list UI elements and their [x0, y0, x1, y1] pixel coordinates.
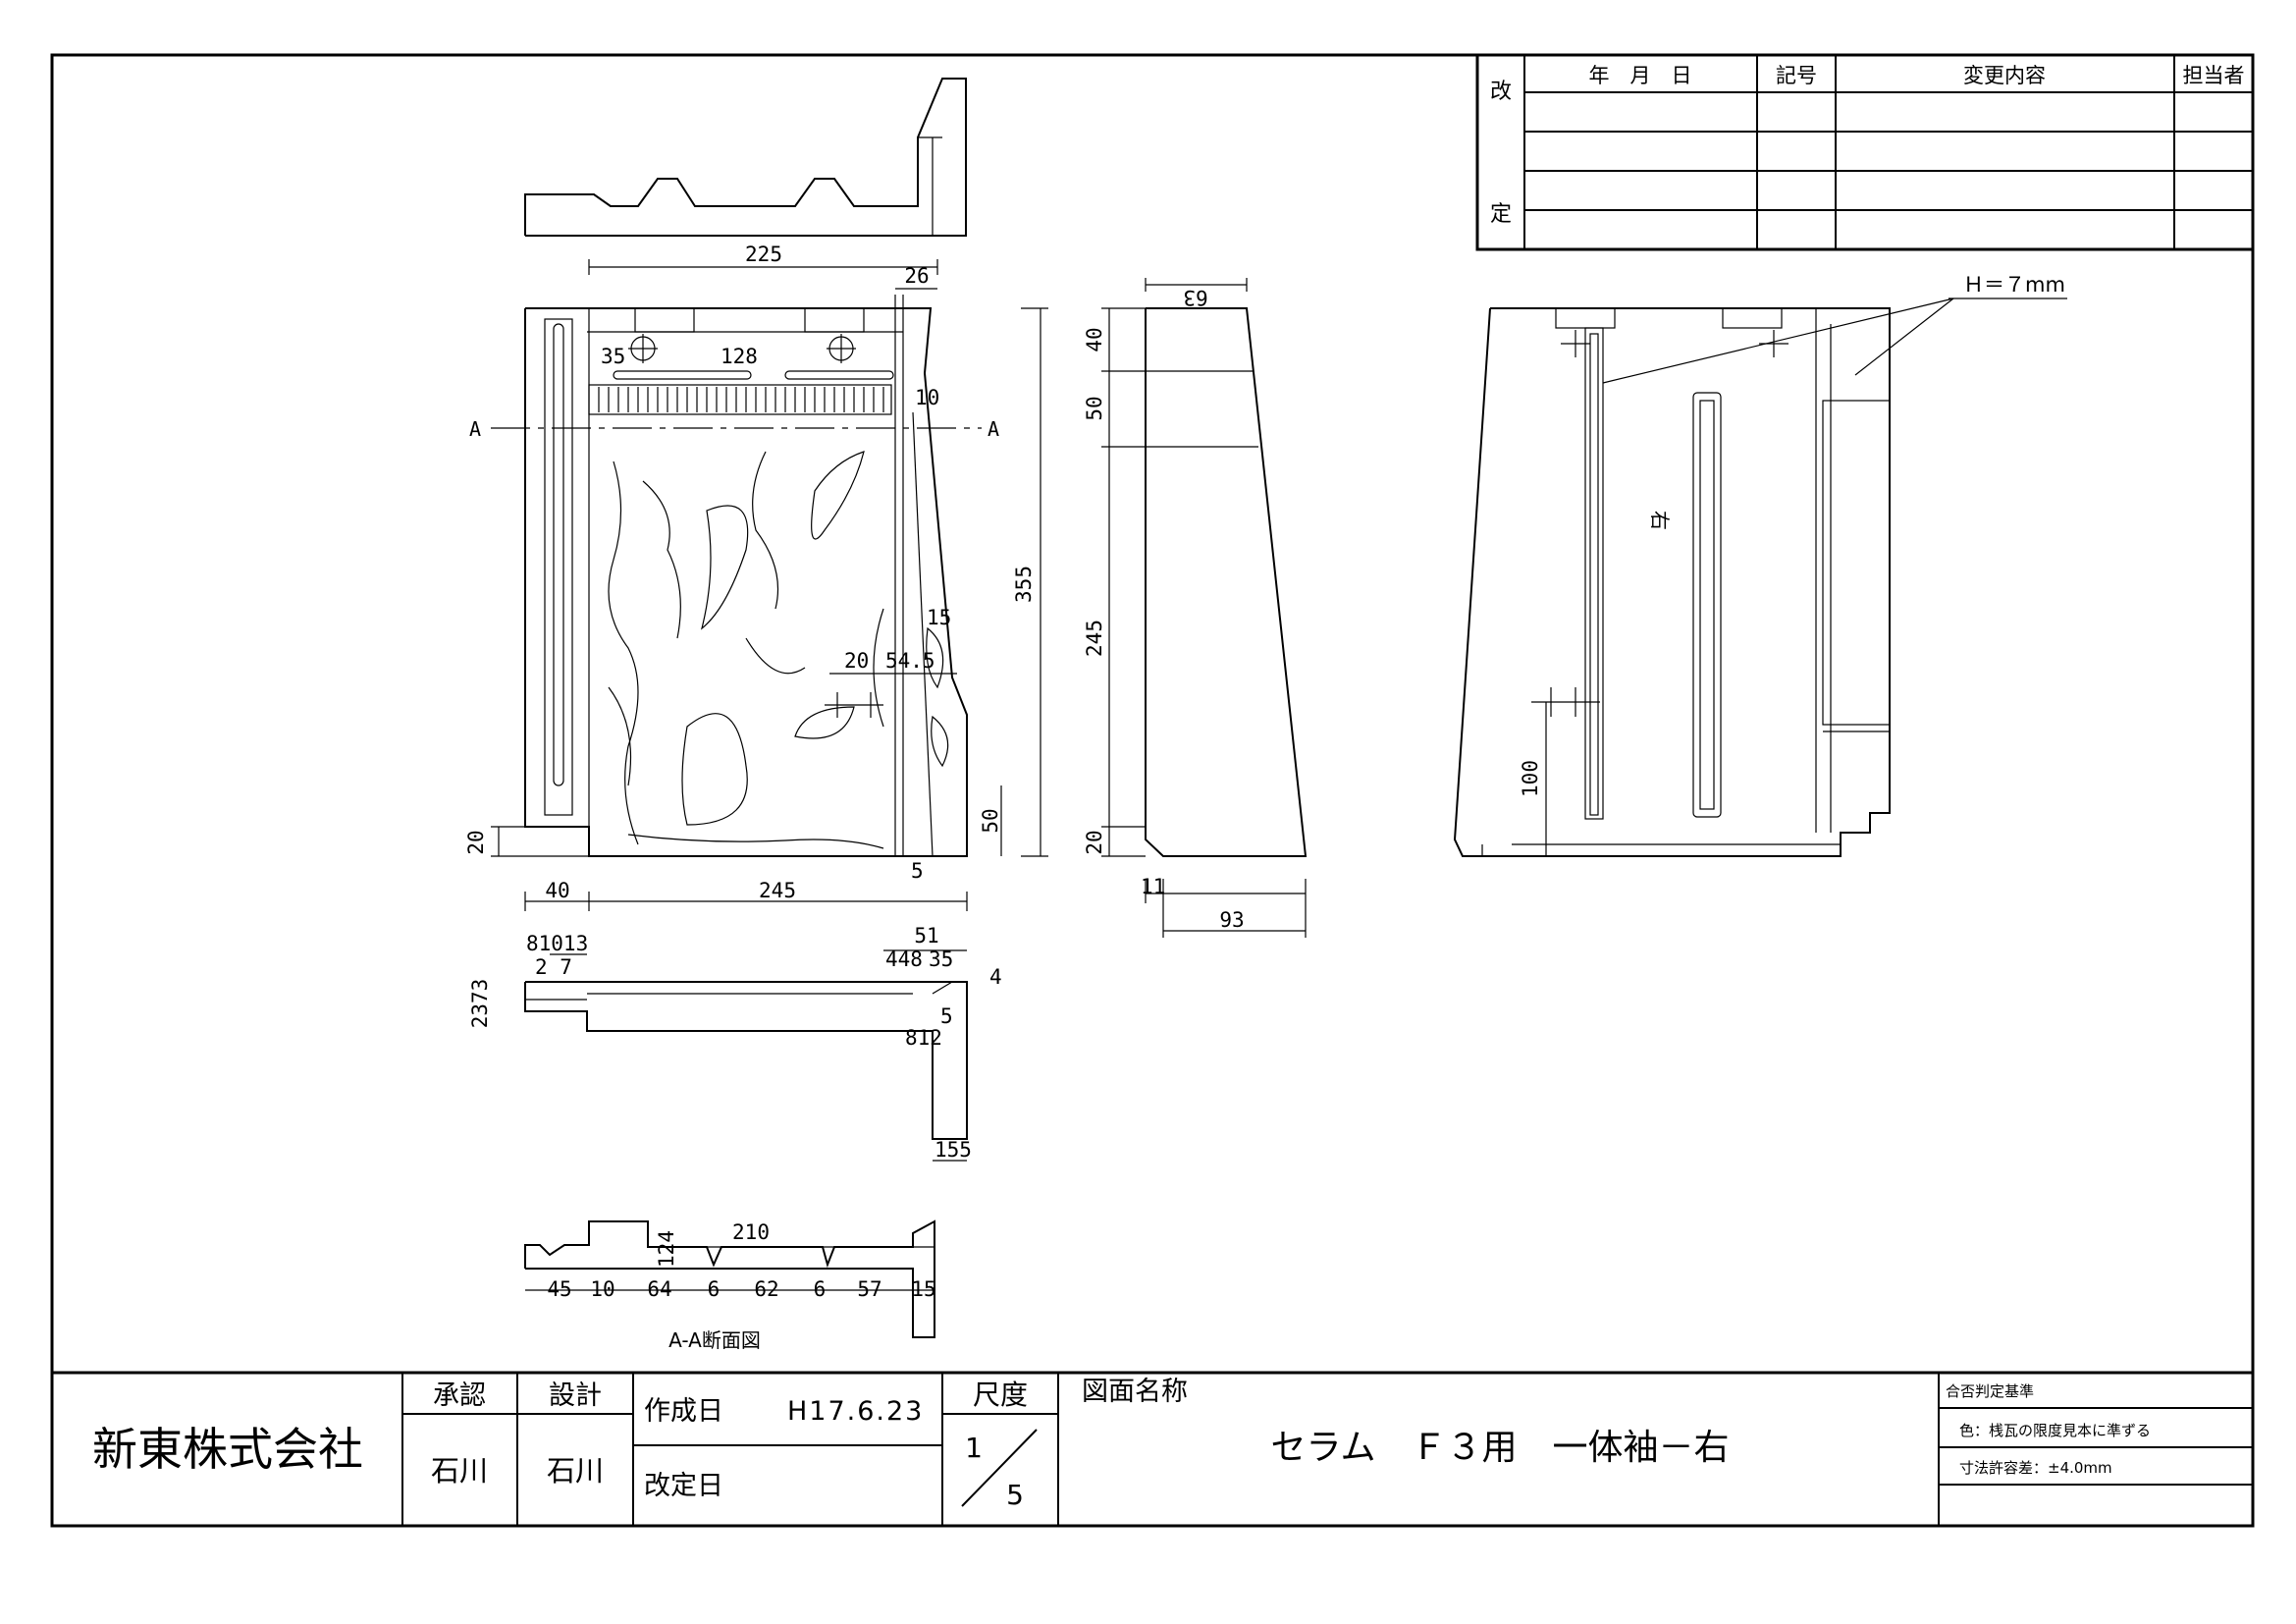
side-mark-right: 右 [1648, 511, 1672, 530]
criteria-tolerance: 寸法許容差：±4.0mm [1959, 1459, 2112, 1477]
plan-section-view: 81013 2 7 51 448 35 4 2373 5 812 155 [468, 924, 1002, 1162]
company-name: 新東株式会社 [92, 1423, 363, 1476]
dim-40b: 40 [1083, 327, 1106, 352]
dim-10b: 10 [590, 1277, 614, 1301]
section-aa-view: 210 124 45 10 64 6 62 6 57 15 A-A断面図 [524, 1219, 936, 1352]
dim-2-7: 2 7 [535, 955, 572, 979]
dim-50b: 50 [1083, 396, 1106, 420]
section-marker-right: A [988, 417, 999, 441]
revision-header-person: 担当者 [2183, 64, 2245, 87]
dim-81013: 81013 [526, 932, 588, 955]
criteria-label: 合否判定基準 [1946, 1382, 2034, 1400]
dim-245a: 245 [759, 879, 796, 902]
revision-header-date: 年 月 日 [1589, 64, 1692, 87]
texture-lines [608, 451, 949, 849]
dim-210: 210 [732, 1220, 770, 1244]
dim-355: 355 [1012, 566, 1036, 603]
revision-header-symbol: 記号 [1776, 64, 1817, 87]
revision-header-content: 変更内容 [1963, 64, 2046, 87]
revision-side-bottom: 定 [1490, 202, 1512, 227]
scale-label: 尺度 [973, 1379, 1028, 1411]
revised-label: 改定日 [644, 1471, 723, 1501]
dim-15b: 15 [911, 1277, 935, 1301]
dim-15: 15 [927, 606, 951, 629]
dim-5a: 5 [911, 859, 924, 883]
dim-10: 10 [915, 386, 939, 409]
design-label: 設計 [549, 1380, 602, 1411]
dim-20c: 20 [1083, 830, 1106, 854]
dim-6b: 6 [814, 1277, 827, 1301]
dim-20a: 20 [844, 649, 869, 673]
dim-448: 448 [885, 947, 923, 971]
dim-26: 26 [904, 264, 929, 288]
scale-denominator: 5 [1006, 1479, 1024, 1511]
approval-label: 承認 [433, 1380, 486, 1411]
designer-name: 石川 [547, 1454, 604, 1488]
top-profile-view [524, 78, 967, 237]
dim-35b: 35 [929, 947, 953, 971]
dim-93: 93 [1219, 908, 1244, 932]
dim-2373: 2373 [468, 979, 492, 1029]
dim-45: 45 [547, 1277, 571, 1301]
h-note: Ｈ＝７mm [1963, 273, 2065, 297]
dim-100: 100 [1519, 760, 1542, 797]
dim-50a: 50 [979, 808, 1002, 833]
sheet-border [50, 53, 2255, 1528]
dim-5b: 5 [940, 1004, 953, 1028]
dim-20b: 20 [464, 830, 488, 854]
dim-812: 812 [905, 1026, 942, 1050]
created-date: H17.6.23 [787, 1396, 924, 1427]
dim-62: 62 [754, 1277, 778, 1301]
approver-name: 石川 [431, 1454, 488, 1488]
dim-63: 63 [1183, 286, 1207, 309]
rear-view: 100 右 Ｈ＝７mm [1453, 273, 2067, 857]
dim-124: 124 [655, 1230, 678, 1268]
revision-side-top: 改 [1490, 80, 1512, 104]
revision-table: 改 定 年 月 日 記号 変更内容 担当者 [1475, 53, 2255, 251]
section-marker-left: A [469, 417, 481, 441]
dim-4: 4 [989, 965, 1002, 989]
dim-6a: 6 [708, 1277, 721, 1301]
drawing-name: セラム Ｆ３用 一体袖－右 [1271, 1428, 1730, 1468]
dim-225: 225 [745, 243, 782, 266]
dim-128: 128 [721, 345, 758, 368]
dim-155: 155 [934, 1138, 972, 1162]
dim-245b: 245 [1083, 620, 1106, 657]
dim-54-5: 54.5 [885, 649, 935, 673]
dim-51: 51 [914, 924, 938, 947]
scale-slash [961, 1429, 1038, 1507]
created-label: 作成日 [644, 1396, 723, 1427]
dim-11: 11 [1141, 875, 1165, 898]
drawing-name-label: 図面名称 [1082, 1377, 1188, 1407]
criteria-color: 色：桟瓦の限度見本に準ずる [1959, 1422, 2151, 1439]
scale-numerator: 1 [965, 1432, 983, 1464]
front-view: A A 225 26 35 128 10 355 15 20 54.5 50 2… [464, 243, 1048, 911]
side-view: 63 40 50 245 20 11 93 [1083, 278, 1308, 938]
section-caption: A-A断面図 [668, 1328, 761, 1352]
dim-40a: 40 [545, 879, 569, 902]
dim-57: 57 [857, 1277, 881, 1301]
dim-35: 35 [601, 345, 625, 368]
title-block: 新東株式会社 承認 設計 石川 石川 作成日 H17.6.23 改定日 尺度 1… [52, 1371, 2253, 1526]
dim-64: 64 [647, 1277, 671, 1301]
